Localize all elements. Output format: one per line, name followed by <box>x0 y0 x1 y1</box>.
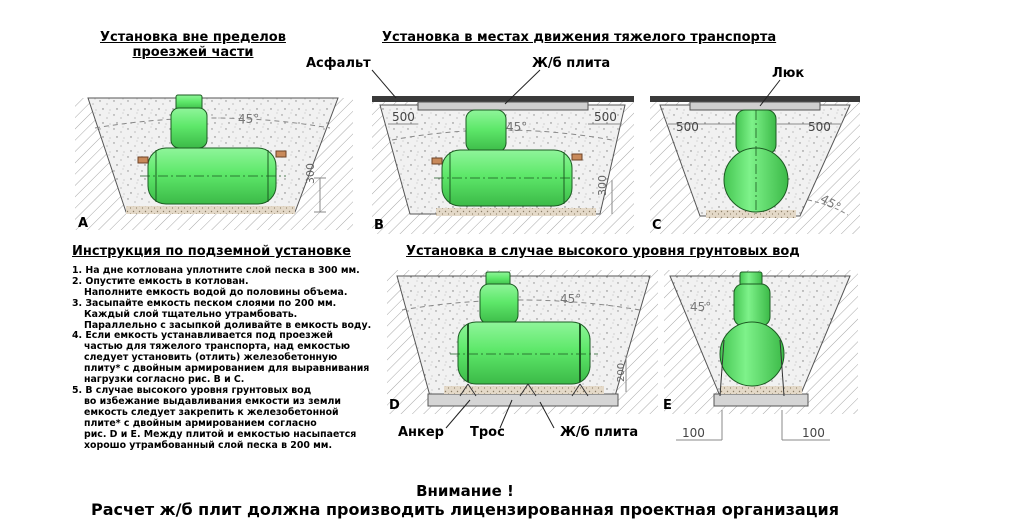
leader-lines <box>371 69 781 107</box>
instruction-1: 1. На дне котлована уплотните слой песка… <box>72 265 360 276</box>
panel-a <box>75 94 353 230</box>
septic-tank <box>450 271 598 385</box>
dim-200-d: 200 <box>616 362 627 382</box>
panel-letter-b: B <box>374 218 384 233</box>
dim-500-c-left: 500 <box>676 120 699 134</box>
panel-b <box>372 96 634 234</box>
septic-tank-end-view <box>723 109 789 214</box>
dim-500-b-right: 500 <box>594 110 617 124</box>
septic-tank <box>137 94 287 205</box>
dim-100-right: 100 <box>802 426 825 440</box>
concrete-slab <box>417 101 589 111</box>
warning-title: Внимание ! <box>416 482 514 500</box>
label-hatch: Люк <box>772 66 805 81</box>
instruction-4: 4. Если емкость устанавливается под прое… <box>72 330 370 386</box>
anchor-slab <box>427 393 619 407</box>
panel-letter-a: A <box>78 216 89 231</box>
asphalt-layer <box>372 96 634 102</box>
angle-45-b: 45° <box>506 120 528 134</box>
instruction-2: 2. Опустите емкость в котлован.Наполните… <box>72 275 348 298</box>
instruction-5: 5. В случае высокого уровня грунтовых во… <box>72 384 357 451</box>
dim-300-a: 300 <box>304 163 317 184</box>
label-cable: Трос <box>470 425 505 440</box>
label-concrete-slab: Ж/б плита <box>532 56 611 71</box>
instructions-list: 1. На дне котлована уплотните слой песка… <box>72 265 392 451</box>
title-instructions: Инструкция по подземной установке <box>72 244 351 259</box>
label-asphalt: Асфальт <box>306 56 371 71</box>
warning-text: Расчет ж/б плит должна производить лицен… <box>90 500 840 519</box>
panel-letter-c: C <box>652 218 662 233</box>
label-slab-bottom: Ж/б плита <box>560 425 639 440</box>
instruction-3: 3. Засыпайте емкость песком слоями по 20… <box>72 297 372 331</box>
title-groundwater: Установка в случае высокого уровня грунт… <box>406 244 800 259</box>
angle-45-d: 45° <box>560 292 582 306</box>
panel-letter-d: D <box>389 398 400 413</box>
dim-500-c-right: 500 <box>808 120 831 134</box>
title-heavy-traffic: Установка в местах движения тяжелого тра… <box>382 30 777 45</box>
dim-300-b: 300 <box>596 175 609 196</box>
cable-straps <box>459 383 589 397</box>
angle-45-a: 45° <box>238 112 260 126</box>
septic-tank-end-view <box>719 271 785 387</box>
panel-c <box>650 96 860 234</box>
dim-100-left: 100 <box>682 426 705 440</box>
angle-45-e: 45° <box>690 300 712 314</box>
septic-tank <box>431 109 583 207</box>
panel-e <box>664 270 858 441</box>
dim-500-b-left: 500 <box>392 110 415 124</box>
panel-letter-e: E <box>663 398 672 413</box>
panel-d <box>387 270 658 429</box>
label-anchor: Анкер <box>398 425 444 440</box>
sand-bed <box>126 206 295 214</box>
